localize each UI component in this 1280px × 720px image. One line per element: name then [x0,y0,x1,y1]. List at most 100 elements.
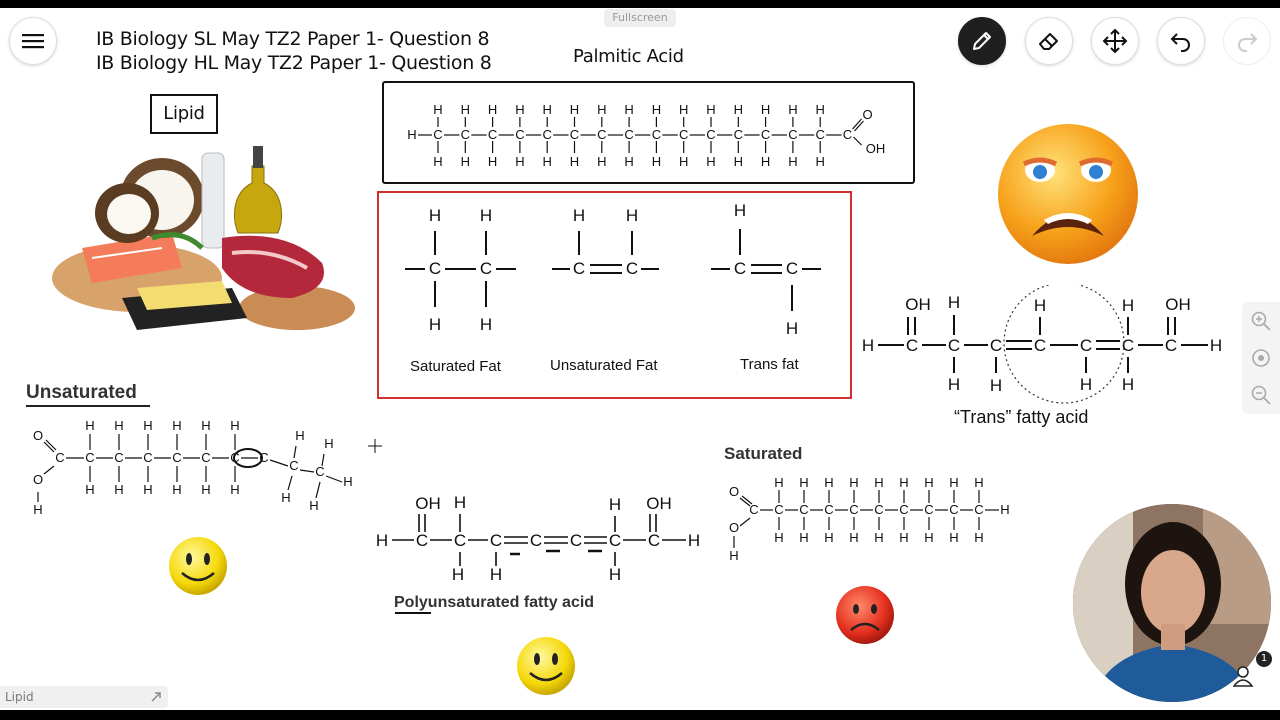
atom-h: H [429,206,441,225]
fullscreen-button[interactable]: Fullscreen [604,9,676,27]
atom-h: H [480,315,492,334]
atom-c: C [949,502,958,517]
atom-o: O [729,520,739,535]
atom-c: C [648,531,660,550]
atom-h: H [1122,375,1134,394]
atom-h: H [862,336,874,355]
atom-h: H [543,154,552,169]
atom-h: H [429,315,441,334]
presenter-video-frame [1073,504,1271,702]
eraser-tool-button[interactable] [1025,17,1073,65]
atom-h: H [407,127,416,142]
move-tool-button[interactable] [1091,17,1139,65]
menu-button[interactable] [9,17,57,65]
participants-icon[interactable] [1233,664,1259,688]
bond [852,118,862,130]
bottom-black-bar [0,710,1280,720]
atom-h: H [899,475,908,490]
atom-c: C [480,259,492,278]
atom-h: H [652,102,661,117]
zoom-reset-icon[interactable] [1250,347,1272,369]
atom-h: H [452,565,464,584]
unsaturated-heading: Unsaturated [26,382,137,403]
polyunsaturated-caption: Polyunsaturated fatty acid [394,594,594,612]
atom-h: H [874,530,883,545]
atom-c: C [490,531,502,550]
atom-h: H [281,490,290,505]
bond [854,120,864,132]
atom-o: O [729,484,739,499]
atom-h: H [480,206,492,225]
zoom-out-icon[interactable] [1250,384,1272,406]
atom-h: H [788,102,797,117]
atom-h: H [734,102,743,117]
atom-h: H [461,154,470,169]
atom-c: C [114,450,123,465]
atom-h: H [230,482,239,497]
atom-c: C [573,259,585,278]
atom-c: C [734,259,746,278]
atom-h: H [874,475,883,490]
zoom-in-icon[interactable] [1250,310,1272,332]
atom-c: C [990,336,1002,355]
undo-button[interactable] [1157,17,1205,65]
atom-h: H [172,418,181,433]
expand-arrow-icon[interactable] [150,691,162,703]
atom-o: O [862,107,872,122]
atom-h: H [433,102,442,117]
atom-c: C [816,127,825,142]
atom-h: H [761,154,770,169]
atom-oh: OH [1165,295,1191,314]
bond [45,439,57,451]
atom-h: H [679,102,688,117]
bond [269,459,289,467]
unsaturated-underline [26,405,150,407]
participants-count-badge[interactable]: 1 [1256,651,1272,667]
atom-c: C [774,502,783,517]
atom-c: C [570,531,582,550]
atom-h: H [609,565,621,584]
atom-c: C [788,127,797,142]
bond [321,453,325,467]
atom-c: C [1080,336,1092,355]
atom-h: H [85,418,94,433]
atom-c: C [201,450,210,465]
atom-c: C [1122,336,1134,355]
atom-o: O [33,472,43,487]
atom-h: H [488,154,497,169]
atom-c: C [515,127,524,142]
atom-h: H [949,530,958,545]
atom-c: C [626,259,638,278]
atom-c: C [143,450,152,465]
atom-c: C [924,502,933,517]
atom-h: H [974,475,983,490]
atom-c: C [454,531,466,550]
atom-h: H [624,154,633,169]
atom-c: C [974,502,983,517]
bond [43,441,55,453]
pen-tool-button[interactable] [958,17,1006,65]
atom-h: H [948,293,960,312]
atom-c: C [874,502,883,517]
atom-h: H [515,102,524,117]
atom-c: C [55,450,64,465]
atom-h: H [597,102,606,117]
atom-c: C [652,127,661,142]
redo-button[interactable] [1223,17,1271,65]
atom-c: C [799,502,808,517]
atom-h: H [729,548,738,563]
atom-h: H [849,475,858,490]
atom-c: C [597,127,606,142]
saturated-fat-label: Saturated Fat [410,358,501,375]
page-name-bar[interactable]: Lipid [0,686,168,708]
atom-c: C [570,127,579,142]
hamburger-icon [22,34,44,49]
atom-h: H [201,418,210,433]
move-icon [1102,28,1128,54]
atom-h: H [143,418,152,433]
poly-prefix: Poly [394,594,428,611]
atom-c: C [849,502,858,517]
page-title-hl: IB Biology HL May TZ2 Paper 1- Question … [96,52,492,74]
